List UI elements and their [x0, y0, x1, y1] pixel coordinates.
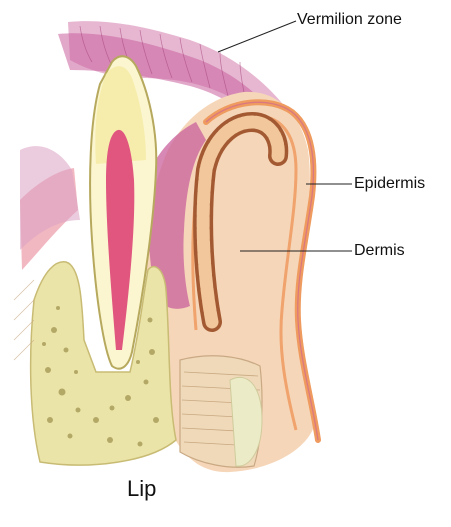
vermilion-leader-line: [218, 21, 296, 52]
muscle-fibers: [180, 356, 262, 467]
epidermis-label: Epidermis: [354, 175, 425, 193]
dermis-label: Dermis: [354, 242, 405, 260]
figure-caption: Lip: [127, 476, 156, 502]
vermilion-zone-label: Vermilion zone: [297, 11, 402, 29]
